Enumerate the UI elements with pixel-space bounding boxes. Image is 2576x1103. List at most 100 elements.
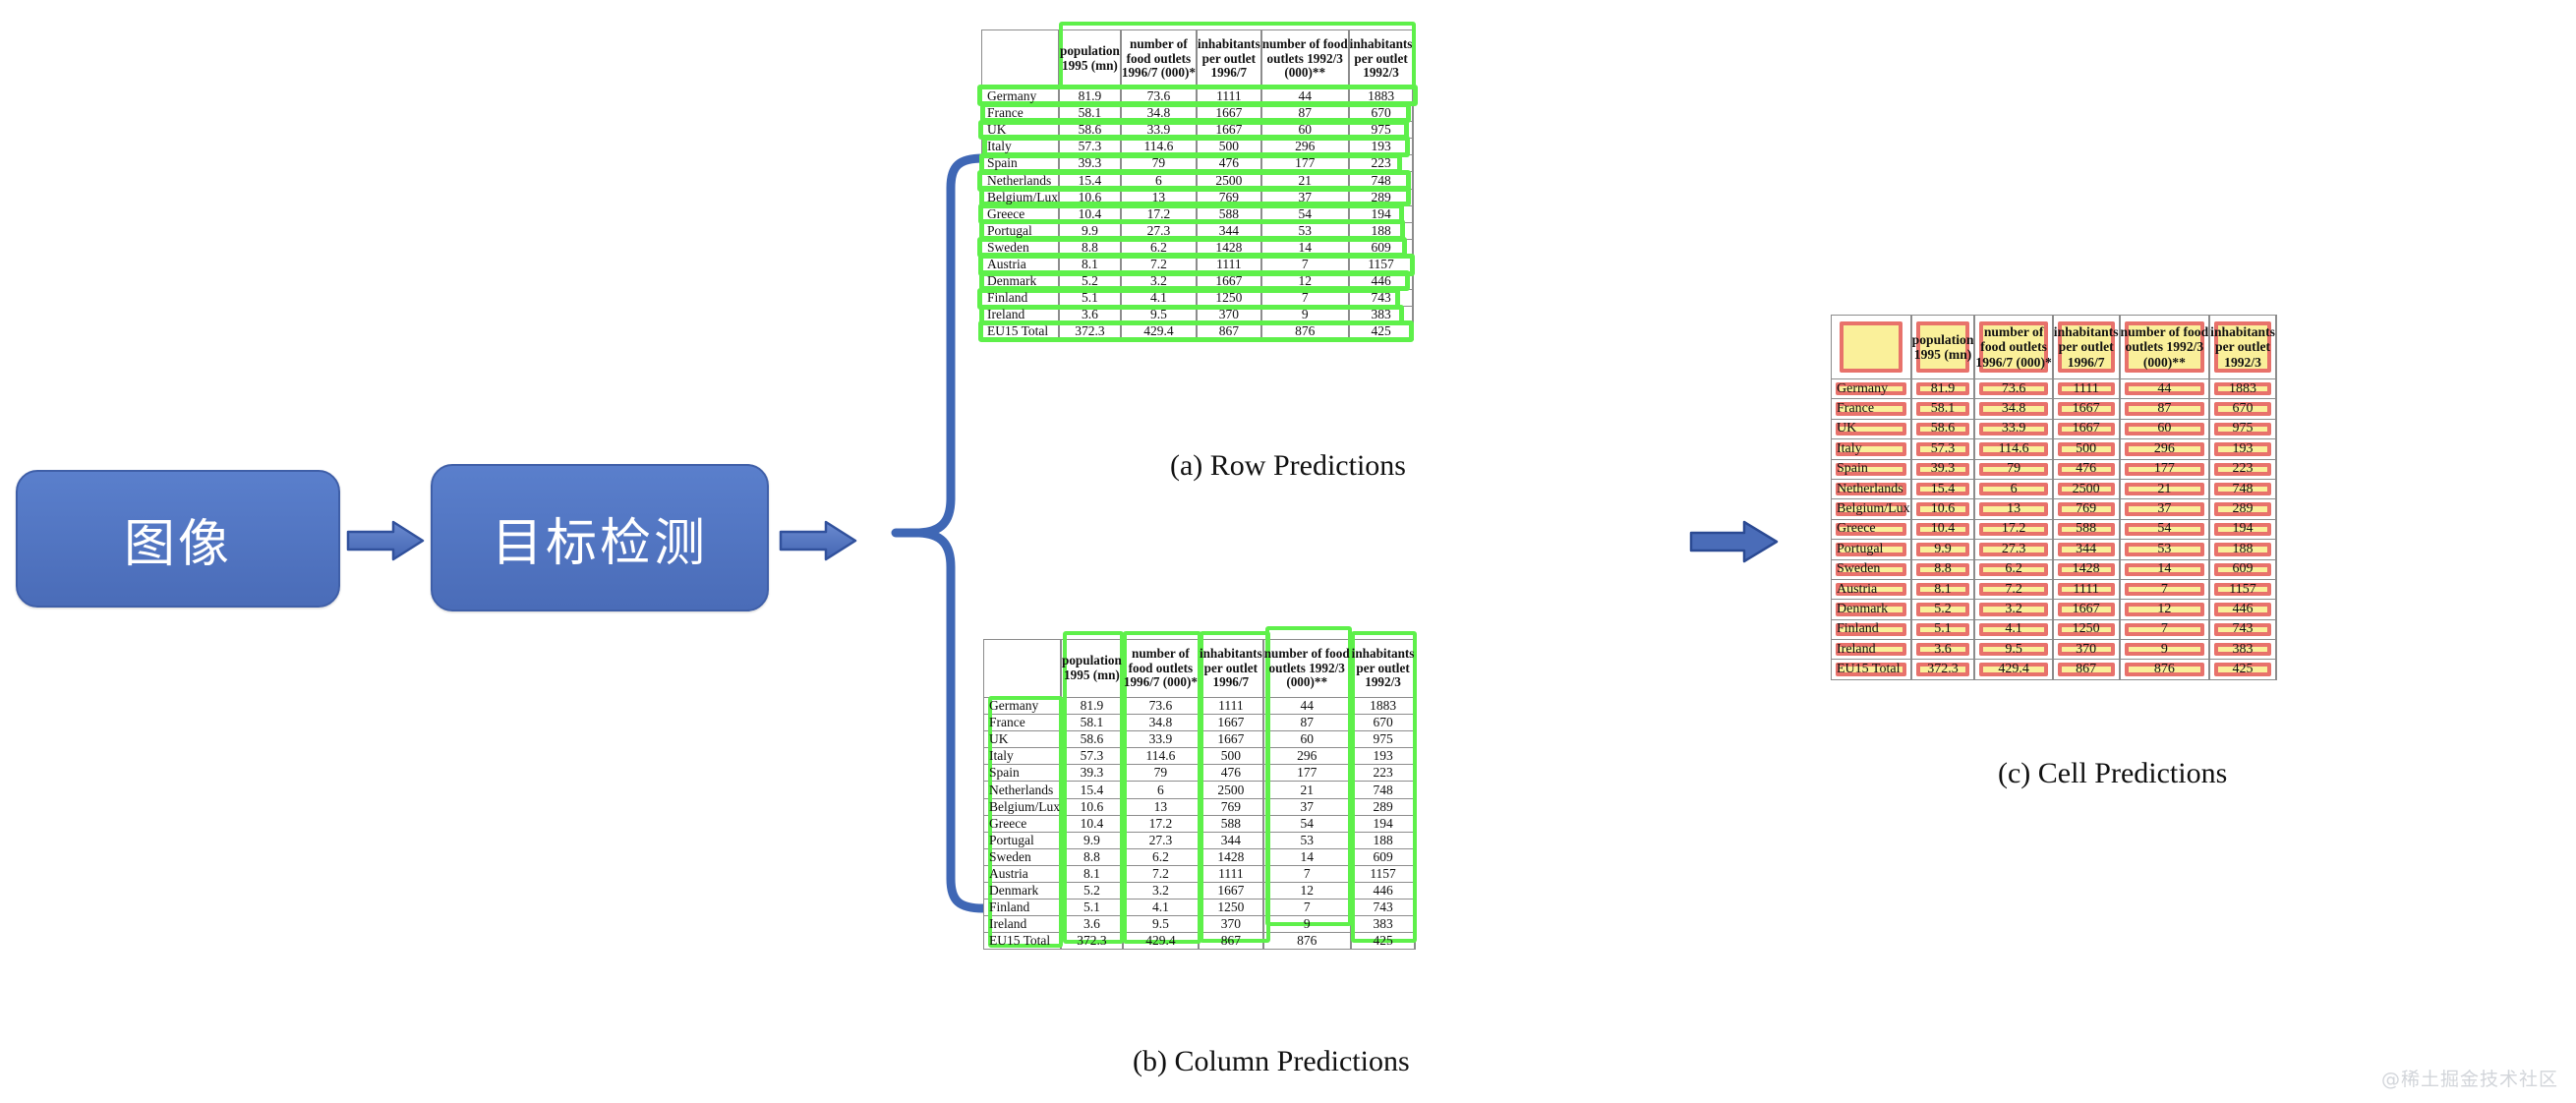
data-cell: 7.2 bbox=[1122, 864, 1199, 884]
data-cell: 748 bbox=[2209, 478, 2276, 500]
data-cell: 73.6 bbox=[1122, 696, 1199, 716]
data-cell: 9.9 bbox=[1061, 831, 1123, 849]
data-cell: 296 bbox=[2119, 438, 2210, 460]
spacer-cell bbox=[1414, 747, 1417, 766]
data-cell: 9 bbox=[1262, 915, 1351, 934]
data-cell: 500 bbox=[1198, 747, 1263, 766]
spacer-cell bbox=[1412, 221, 1415, 240]
arrow-3 bbox=[1689, 519, 1780, 564]
spacer-cell bbox=[1414, 781, 1417, 799]
data-cell: 194 bbox=[2209, 518, 2276, 541]
data-cell: 14 bbox=[2119, 558, 2210, 580]
data-cell: 54 bbox=[1262, 814, 1351, 833]
data-cell: 37 bbox=[2119, 498, 2210, 520]
data-cell: 54 bbox=[2119, 518, 2210, 541]
arrow-1 bbox=[346, 519, 425, 562]
data-cell: 1111 bbox=[2052, 377, 2120, 400]
data-cell: 9 bbox=[2119, 639, 2210, 661]
data-cell: 54 bbox=[1260, 204, 1349, 223]
spacer-cell bbox=[1414, 639, 1417, 698]
data-cell: 867 bbox=[1198, 932, 1263, 951]
spacer-cell bbox=[1414, 932, 1417, 951]
data-cell: 58.6 bbox=[1059, 121, 1121, 140]
spacer-cell bbox=[2274, 458, 2277, 480]
data-cell: 27.3 bbox=[1122, 831, 1199, 849]
data-cell: 3.6 bbox=[1910, 639, 1975, 661]
data-cell: 1428 bbox=[1196, 238, 1261, 257]
data-cell: 476 bbox=[1196, 154, 1261, 173]
data-cell: 7 bbox=[1260, 255, 1349, 274]
data-cell: 177 bbox=[1260, 154, 1349, 173]
spacer-cell bbox=[1412, 29, 1415, 88]
data-cell: 58.6 bbox=[1910, 418, 1975, 440]
row-label-cell: Sweden bbox=[983, 847, 1061, 866]
spacer-cell bbox=[2274, 659, 2277, 680]
data-cell: 15.4 bbox=[1061, 781, 1123, 799]
row-label-cell: Netherlands bbox=[981, 171, 1059, 190]
data-cell: 4.1 bbox=[1120, 289, 1197, 308]
row-label-cell: France bbox=[983, 714, 1061, 732]
spacer-cell bbox=[2274, 418, 2277, 440]
data-cell: 2500 bbox=[2052, 478, 2120, 500]
data-cell: 17.2 bbox=[1974, 518, 2053, 541]
data-cell: 1667 bbox=[2052, 398, 2120, 420]
row-label-cell: UK bbox=[983, 730, 1061, 749]
data-cell: 1667 bbox=[2052, 599, 2120, 620]
data-cell: 58.6 bbox=[1061, 730, 1123, 749]
data-cell: 344 bbox=[1196, 221, 1261, 240]
data-cell: 429.4 bbox=[1122, 932, 1199, 951]
data-cell: 57.3 bbox=[1061, 747, 1123, 766]
data-cell: 57.3 bbox=[1059, 138, 1121, 156]
data-cell: 588 bbox=[2052, 518, 2120, 541]
data-cell: 743 bbox=[2209, 618, 2276, 641]
spacer-cell bbox=[1414, 714, 1417, 732]
data-cell: 10.6 bbox=[1910, 498, 1975, 520]
row-label-cell: Portugal bbox=[983, 831, 1061, 849]
row-label-cell: Greece bbox=[983, 814, 1061, 833]
data-cell: 188 bbox=[1350, 831, 1416, 849]
data-cell: 1111 bbox=[1196, 87, 1261, 106]
spacer-cell bbox=[1414, 915, 1417, 934]
data-cell: 60 bbox=[1260, 121, 1349, 140]
flow-box-object-detection[interactable]: 目标检测 bbox=[431, 464, 769, 611]
data-cell: 296 bbox=[1260, 138, 1349, 156]
data-cell: 10.6 bbox=[1059, 188, 1121, 206]
flow-box-image[interactable]: 图像 bbox=[16, 470, 340, 608]
data-cell: 372.3 bbox=[1061, 932, 1123, 951]
watermark: @稀土掘金技术社区 bbox=[2380, 1069, 2558, 1090]
data-cell: 14 bbox=[1260, 238, 1349, 257]
data-cell: 60 bbox=[1262, 730, 1351, 749]
data-cell: 57.3 bbox=[1910, 438, 1975, 460]
spacer-cell bbox=[2274, 578, 2277, 601]
row-label-cell: Sweden bbox=[1831, 558, 1911, 580]
spacer-cell bbox=[2274, 599, 2277, 620]
data-cell: 33.9 bbox=[1120, 121, 1197, 140]
data-cell: 670 bbox=[1350, 714, 1416, 732]
data-cell: 3.2 bbox=[1120, 272, 1197, 291]
data-cell: 769 bbox=[2052, 498, 2120, 520]
spacer-cell bbox=[1412, 121, 1415, 140]
data-cell: 5.1 bbox=[1910, 618, 1975, 641]
spacer-cell bbox=[1412, 188, 1415, 206]
row-label-cell: Finland bbox=[1831, 618, 1911, 641]
row-label-cell: Belgium/Lux bbox=[983, 797, 1061, 816]
spacer-cell bbox=[1414, 797, 1417, 816]
spacer-cell bbox=[1414, 814, 1417, 833]
